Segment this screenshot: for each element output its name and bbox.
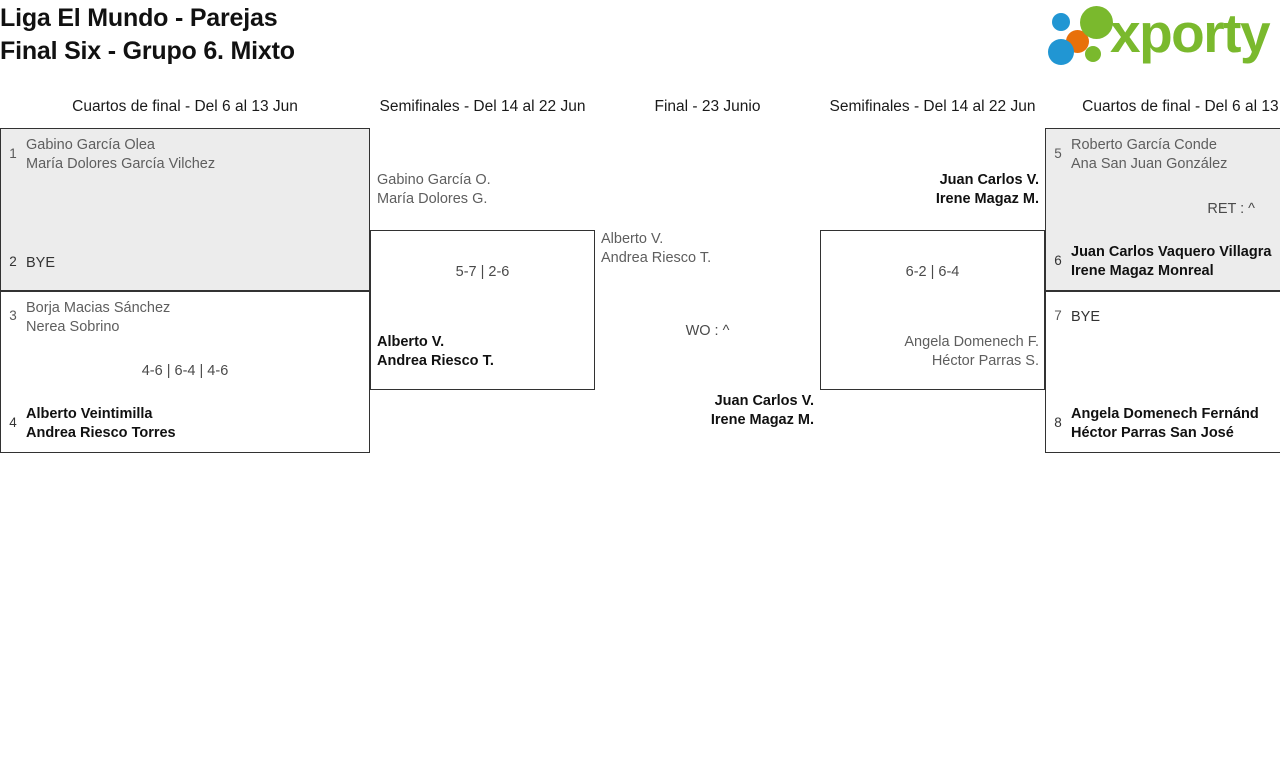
seed-qf3-top: 5 xyxy=(1054,146,1062,161)
team-qf3-top: Roberto García Conde Ana San Juan Gonzál… xyxy=(1071,137,1228,172)
score-qf2: 4-6 | 6-4 | 4-6 xyxy=(141,363,229,379)
xporty-logo: xporty xyxy=(1048,2,1278,69)
match-box-qf2[interactable] xyxy=(0,291,370,453)
logo-dot-blue-large-icon xyxy=(1048,39,1074,65)
page-title: Liga El Mundo - Parejas Final Six - Grup… xyxy=(0,2,295,68)
team-qf1-top: Gabino García Olea María Dolores García … xyxy=(26,137,216,172)
round-header-qf-left: Cuartos de final - Del 6 al 13 Jun xyxy=(72,98,298,115)
seed-qf2-top: 3 xyxy=(9,308,17,323)
match-box-sf-left[interactable] xyxy=(370,230,595,390)
seed-qf3-bottom: 6 xyxy=(1054,253,1062,268)
team-sf-left-bottom: Alberto V. Andrea Riesco T. xyxy=(377,334,494,369)
team-sf-right-bottom: Angela Domenech F. Héctor Parras S. xyxy=(904,334,1039,369)
team-sf-right-top: Juan Carlos V. Irene Magaz M. xyxy=(935,172,1039,207)
seed-qf2-bottom: 4 xyxy=(9,415,17,430)
score-qf3: RET : ^ xyxy=(1207,201,1255,217)
match-box-qf1[interactable] xyxy=(0,128,370,291)
logo-wordmark: xporty xyxy=(1110,2,1271,64)
match-box-qf3[interactable] xyxy=(1045,128,1280,291)
team-qf3-bottom: Juan Carlos Vaquero Villagra Irene Magaz… xyxy=(1071,244,1272,279)
score-sf-right: 6-2 | 6-4 xyxy=(905,264,960,280)
team-qf4-bottom: Angela Domenech Fernánd Héctor Parras Sa… xyxy=(1071,406,1259,441)
match-box-sf-right[interactable] xyxy=(820,230,1045,390)
seed-qf4-bottom: 8 xyxy=(1054,415,1062,430)
round-header-sf-left: Semifinales - Del 14 al 22 Jun xyxy=(379,98,586,115)
team-final-bottom: Juan Carlos V. Irene Magaz M. xyxy=(710,393,814,428)
page-title-line2: Final Six - Grupo 6. Mixto xyxy=(0,37,295,65)
seed-qf4-top: 7 xyxy=(1054,308,1062,323)
team-final-top: Alberto V. Andrea Riesco T. xyxy=(601,231,712,266)
team-qf4-top: BYE xyxy=(1071,309,1101,325)
team-qf2-bottom: Alberto Veintimilla Andrea Riesco Torres xyxy=(26,406,176,441)
match-box-qf4[interactable] xyxy=(1045,291,1280,453)
seed-qf1-top: 1 xyxy=(9,146,17,161)
round-header-sf-right: Semifinales - Del 14 al 22 Jun xyxy=(829,98,1036,115)
score-sf-left: 5-7 | 2-6 xyxy=(455,264,510,280)
score-final: WO : ^ xyxy=(685,323,730,339)
seed-qf1-bottom: 2 xyxy=(9,254,17,269)
team-sf-left-top: Gabino García O. María Dolores G. xyxy=(377,172,491,207)
logo-dot-blue-small-icon xyxy=(1052,13,1070,31)
round-header-qf-right: Cuartos de final - Del 6 al 13 Jun xyxy=(1082,98,1280,115)
team-qf1-bottom: BYE xyxy=(26,255,56,271)
page-title-line1: Liga El Mundo - Parejas xyxy=(0,4,278,32)
team-qf2-top: Borja Macias Sánchez Nerea Sobrino xyxy=(26,300,171,335)
round-header-final: Final - 23 Junio xyxy=(654,98,761,115)
logo-dot-green-small-icon xyxy=(1085,46,1101,62)
logo-dot-green-large-icon xyxy=(1080,6,1113,39)
